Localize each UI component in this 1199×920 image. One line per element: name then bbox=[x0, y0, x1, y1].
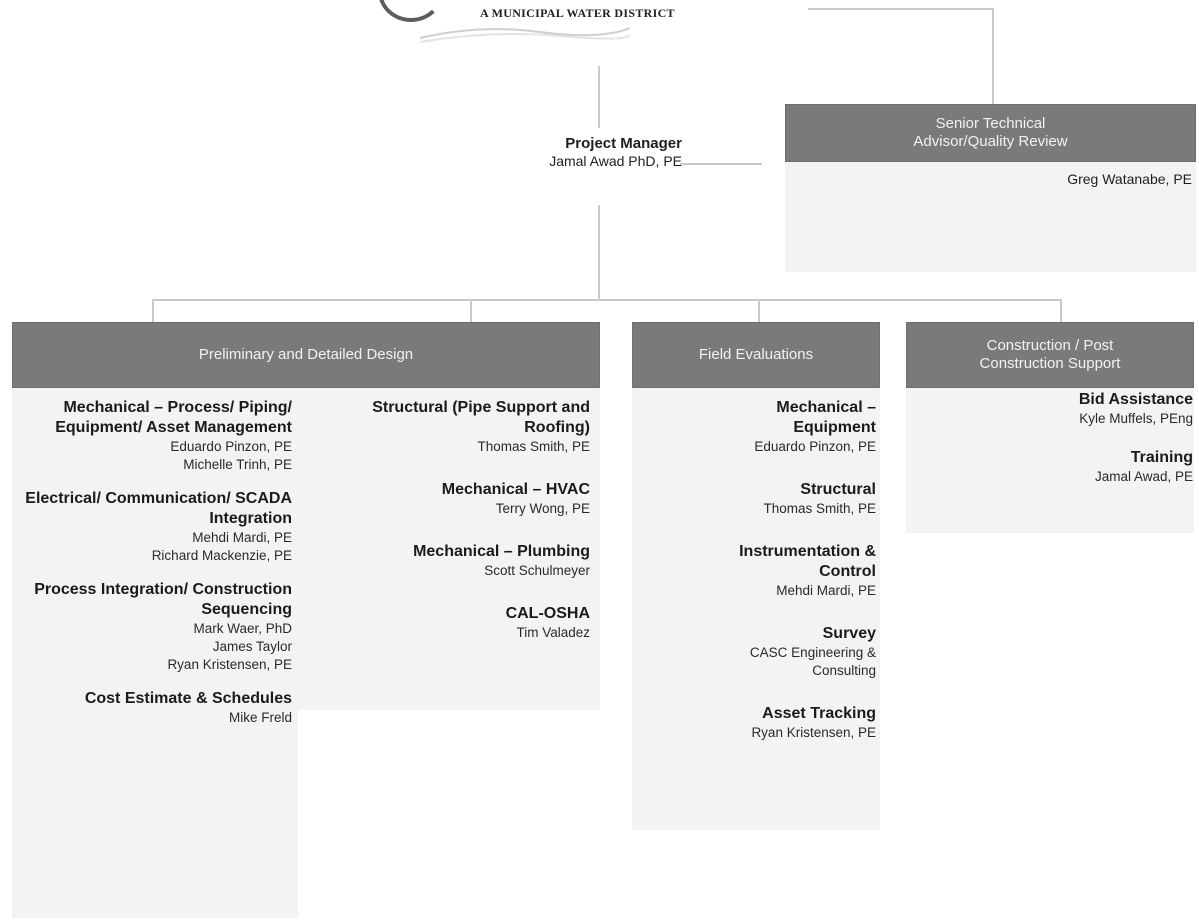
person-name: Michelle Trinh, PE bbox=[183, 457, 292, 472]
field-panel bbox=[632, 388, 880, 830]
connector-pm-down-v bbox=[598, 205, 600, 300]
construction-item: Training Jamal Awad, PE bbox=[930, 448, 1193, 486]
connector-drop-3 bbox=[758, 299, 760, 325]
person-name: Thomas Smith, PE bbox=[477, 439, 590, 454]
field-item: Mechanical – Equipment Eduardo Pinzon, P… bbox=[690, 398, 876, 456]
connector-drop-2 bbox=[470, 299, 472, 325]
connector-drop-1 bbox=[152, 299, 154, 325]
design-right-item: CAL-OSHA Tim Valadez bbox=[342, 604, 590, 642]
role-title: Process Integration/ Construction Sequen… bbox=[34, 581, 292, 618]
design-label: Preliminary and Detailed Design bbox=[198, 346, 414, 363]
advisor-title-line1: Senior Technical bbox=[935, 115, 1046, 132]
connector-logo-pm-v bbox=[598, 66, 600, 128]
connector-pm-advisor-h bbox=[680, 163, 762, 165]
design-left-item: Electrical/ Communication/ SCADA Integra… bbox=[16, 489, 292, 565]
design-left-panel bbox=[12, 388, 298, 918]
person-name: Mehdi Mardi, PE bbox=[192, 530, 292, 545]
design-right-column: Structural (Pipe Support and Roofing) Th… bbox=[342, 398, 590, 657]
person-name: Kyle Muffels, PEng bbox=[1079, 411, 1193, 426]
role-title: Asset Tracking bbox=[762, 705, 876, 722]
field-header: Field Evaluations bbox=[632, 322, 880, 388]
role-title: Instrumentation & Control bbox=[739, 543, 876, 580]
person-name: CASC Engineering & Consulting bbox=[749, 645, 876, 678]
design-left-item: Cost Estimate & Schedules Mike Freld bbox=[16, 689, 292, 727]
field-item: Structural Thomas Smith, PE bbox=[690, 480, 876, 518]
field-item: Instrumentation & Control Mehdi Mardi, P… bbox=[690, 542, 876, 600]
advisor-name: Greg Watanabe, PE bbox=[1067, 171, 1192, 187]
construction-column: Bid Assistance Kyle Muffels, PEng Traini… bbox=[930, 390, 1193, 501]
construction-header: Construction / Post Construction Support bbox=[906, 322, 1194, 388]
advisor-header: Senior Technical Advisor/Quality Review bbox=[785, 104, 1196, 162]
person-name: Eduardo Pinzon, PE bbox=[170, 439, 292, 454]
connector-bus-h bbox=[152, 299, 1062, 301]
project-manager-node: Project Manager Jamal Awad PhD, PE bbox=[470, 135, 682, 170]
logo-wave-icon bbox=[420, 27, 630, 43]
connector-logo-right-v bbox=[992, 8, 994, 112]
role-title: Mechanical – HVAC bbox=[441, 481, 590, 498]
design-left-column: Mechanical – Process/ Piping/ Equipment/… bbox=[16, 398, 292, 742]
person-name: Mark Waer, PhD bbox=[193, 621, 292, 636]
person-name: Ryan Kristensen, PE bbox=[751, 725, 876, 740]
person-name: James Taylor bbox=[212, 639, 292, 654]
construction-label-line2: Construction Support bbox=[979, 355, 1121, 372]
role-title: Mechanical – Equipment bbox=[776, 399, 876, 436]
person-name: Mehdi Mardi, PE bbox=[776, 583, 876, 598]
person-name: Richard Mackenzie, PE bbox=[151, 548, 292, 563]
role-title: Electrical/ Communication/ SCADA Integra… bbox=[25, 490, 292, 527]
field-item: Survey CASC Engineering & Consulting bbox=[690, 624, 876, 680]
role-title: Structural (Pipe Support and Roofing) bbox=[372, 399, 590, 436]
person-name: Scott Schulmeyer bbox=[484, 563, 590, 578]
construction-item: Bid Assistance Kyle Muffels, PEng bbox=[930, 390, 1193, 428]
org-subtitle: A MUNICIPAL WATER DISTRICT bbox=[480, 6, 675, 20]
advisor-panel: Greg Watanabe, PE bbox=[785, 162, 1196, 272]
project-manager-title: Project Manager bbox=[565, 135, 682, 152]
role-title: CAL-OSHA bbox=[505, 605, 590, 622]
design-left-item: Mechanical – Process/ Piping/ Equipment/… bbox=[16, 398, 292, 474]
person-name: Terry Wong, PE bbox=[495, 501, 590, 516]
person-name: Eduardo Pinzon, PE bbox=[754, 439, 876, 454]
connector-logo-right-h bbox=[808, 8, 993, 10]
person-name: Tim Valadez bbox=[516, 625, 590, 640]
role-title: Bid Assistance bbox=[1078, 391, 1193, 408]
role-title: Survey bbox=[822, 625, 876, 642]
role-title: Mechanical – Plumbing bbox=[413, 543, 590, 560]
person-name: Mike Freld bbox=[228, 710, 292, 725]
design-header: Preliminary and Detailed Design bbox=[12, 322, 600, 388]
design-left-item: Process Integration/ Construction Sequen… bbox=[16, 580, 292, 674]
construction-label-line1: Construction / Post bbox=[986, 337, 1114, 354]
field-label: Field Evaluations bbox=[698, 346, 814, 363]
field-item: Asset Tracking Ryan Kristensen, PE bbox=[690, 704, 876, 742]
person-name: Jamal Awad, PE bbox=[1094, 469, 1193, 484]
person-name: Thomas Smith, PE bbox=[763, 501, 876, 516]
design-right-item: Structural (Pipe Support and Roofing) Th… bbox=[342, 398, 590, 456]
field-column: Mechanical – Equipment Eduardo Pinzon, P… bbox=[690, 398, 876, 757]
design-right-panel bbox=[298, 388, 600, 710]
role-title: Cost Estimate & Schedules bbox=[84, 690, 292, 707]
role-title: Training bbox=[1130, 449, 1193, 466]
advisor-title-line2: Advisor/Quality Review bbox=[913, 133, 1068, 150]
connector-drop-4 bbox=[1060, 299, 1062, 325]
role-title: Mechanical – Process/ Piping/ Equipment/… bbox=[55, 399, 292, 436]
role-title: Structural bbox=[800, 481, 876, 498]
design-right-item: Mechanical – Plumbing Scott Schulmeyer bbox=[342, 542, 590, 580]
construction-panel bbox=[906, 388, 1194, 533]
design-right-item: Mechanical – HVAC Terry Wong, PE bbox=[342, 480, 590, 518]
person-name: Ryan Kristensen, PE bbox=[167, 657, 292, 672]
project-manager-name: Jamal Awad PhD, PE bbox=[549, 153, 682, 169]
